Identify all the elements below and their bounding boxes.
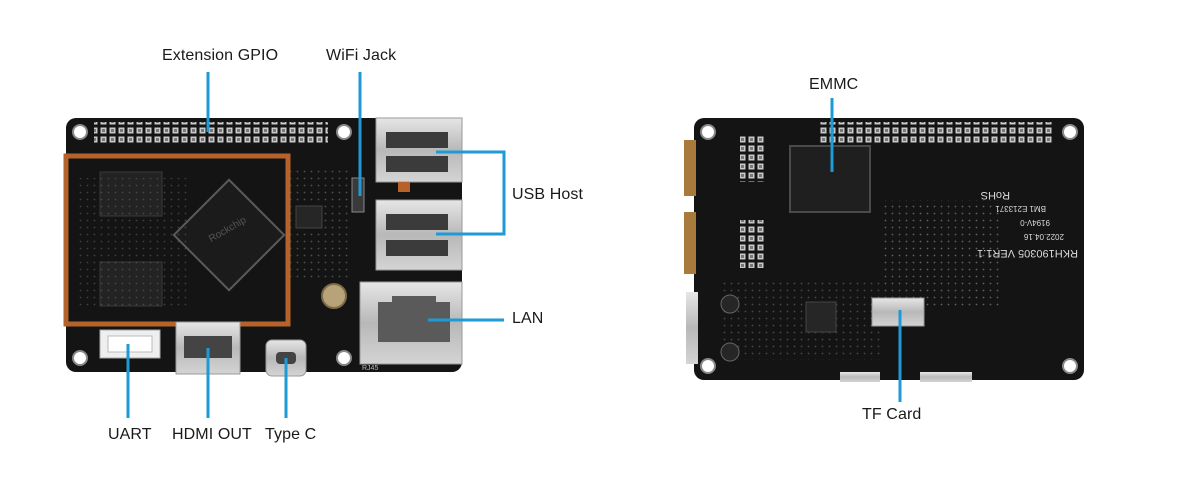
usb-callout-bracket xyxy=(436,150,506,236)
mount-hole xyxy=(336,350,352,366)
emmc-label: EMMC xyxy=(809,76,859,93)
pad-array xyxy=(740,220,766,268)
pad xyxy=(398,182,410,192)
mount-hole xyxy=(1062,358,1078,374)
component-area xyxy=(78,178,188,306)
component-area xyxy=(720,280,880,360)
uart-label: UART xyxy=(108,426,152,443)
ic-chip xyxy=(805,301,837,333)
component-area xyxy=(880,200,1000,310)
port-edge xyxy=(684,140,696,196)
hdmi-opening xyxy=(184,336,232,358)
port-edge xyxy=(686,292,698,364)
emmc-chip xyxy=(789,145,871,213)
rj45-marking: RJ45 xyxy=(362,365,378,372)
batch-marking: 9194V-0 xyxy=(1020,218,1050,227)
port-edge xyxy=(684,212,696,274)
edge-connector xyxy=(840,372,880,382)
uart-socket xyxy=(107,335,153,353)
rtc-battery xyxy=(321,283,347,309)
callout-lines xyxy=(126,72,902,418)
lan-port xyxy=(359,281,463,365)
gpio-header-back xyxy=(820,122,1054,144)
edge-connector xyxy=(920,372,972,382)
pad-array xyxy=(740,134,766,182)
usb-stack-top xyxy=(375,117,463,183)
tf-card-slot xyxy=(871,297,925,327)
mount-hole xyxy=(1062,124,1078,140)
back-board: RKH190305 VER1.1 2022.04.16 9194V-0 BM1 … xyxy=(684,118,1084,382)
gpio-header xyxy=(94,122,328,144)
mount-hole xyxy=(72,124,88,140)
via xyxy=(720,294,740,314)
soc-chip xyxy=(172,178,286,292)
model-marking: RKH190305 VER1.1 xyxy=(977,247,1078,259)
mount-hole xyxy=(700,358,716,374)
wifi-jack-label: WiFi Jack xyxy=(326,47,397,64)
mount-hole xyxy=(700,124,716,140)
rohs-marking: RoHS xyxy=(981,189,1010,201)
tf-card-label: TF Card xyxy=(862,406,922,423)
lan-label: LAN xyxy=(512,310,544,327)
ic-chip xyxy=(295,205,323,229)
date-marking: 2022.04.16 xyxy=(1023,232,1064,241)
via xyxy=(720,342,740,362)
wifi-jack xyxy=(351,177,365,213)
type-c-label: Type C xyxy=(265,426,317,443)
extension-gpio-label: Extension GPIO xyxy=(162,47,279,64)
bm-marking: BM1 E213371 xyxy=(995,204,1046,213)
usb-host-label: USB Host xyxy=(512,186,584,203)
front-board: Rockchip RJ45 xyxy=(63,117,463,377)
hdmi-out-label: HDMI OUT xyxy=(172,426,252,443)
mount-hole xyxy=(72,350,88,366)
mount-hole xyxy=(336,124,352,140)
silkscreen: RKH190305 VER1.1 2022.04.16 9194V-0 BM1 … xyxy=(977,189,1078,259)
